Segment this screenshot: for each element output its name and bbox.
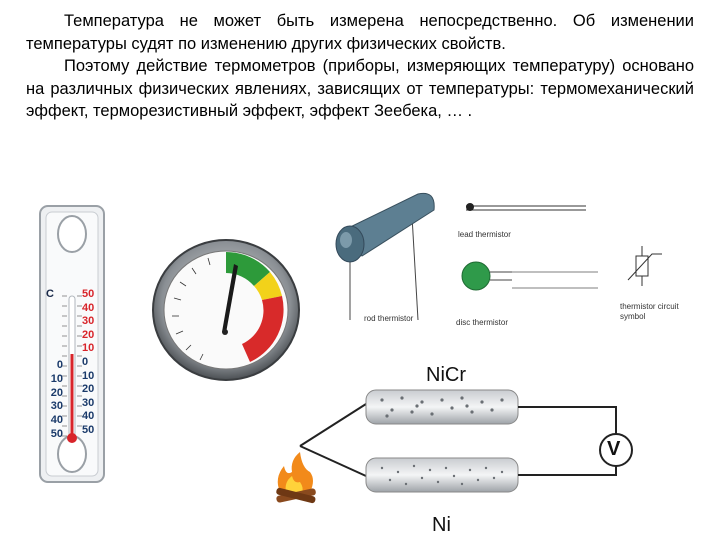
left-scale-tick: 50 [50,427,63,440]
paragraph-2: Поэтому действие термометров (приборы, и… [26,57,694,120]
right-scale-tick: 20 [82,328,95,341]
thermistor-symbol: thermistor circuit symbol [618,242,688,332]
right-scale-tick: 40 [82,301,95,314]
voltmeter-symbol: V [607,438,621,460]
rod-thermistor-label: rod thermistor [364,314,414,323]
body-text: Температура не может быть измерена непос… [26,10,694,123]
paragraph-1: Температура не может быть измерена непос… [26,12,694,53]
disc-thermistor: disc thermistor [452,254,602,334]
right-scale: 50 40 30 20 10 0 10 20 30 40 50 [82,288,102,438]
right-scale-tick: 30 [82,315,95,328]
left-scale: 0 10 20 30 40 50 [43,359,63,442]
left-scale-tick: 10 [50,372,63,385]
right-scale-tick: 10 [82,369,95,382]
dial-thermometer [150,232,302,384]
right-scale-tick: 20 [82,383,95,396]
rod-thermistor: rod thermistor [322,180,444,328]
wall-thermometer: C 0 10 20 30 40 50 50 40 30 20 10 0 10 2… [38,204,106,484]
thermocouple-diagram: V [270,384,660,516]
left-scale-tick: 30 [50,400,63,413]
right-scale-tick: 40 [82,410,95,423]
ni-label: Ni [432,514,451,536]
lead-thermistor-label: lead thermistor [458,230,511,239]
right-scale-tick: 0 [82,355,89,368]
lead-thermistor: lead thermistor [452,194,592,248]
right-scale-tick: 30 [82,396,95,409]
left-scale-tick: 40 [50,414,63,427]
nicr-label: NiCr [426,364,466,386]
disc-thermistor-label: disc thermistor [456,318,509,327]
thermistor-symbol-label: thermistor circuit symbol [620,302,679,321]
right-scale-tick: 10 [82,342,95,355]
right-scale-tick: 50 [82,288,95,300]
right-scale-tick: 50 [82,423,95,436]
left-scale-tick: 20 [50,386,63,399]
left-scale-tick: 0 [56,359,63,371]
unit-label: C [46,288,54,300]
